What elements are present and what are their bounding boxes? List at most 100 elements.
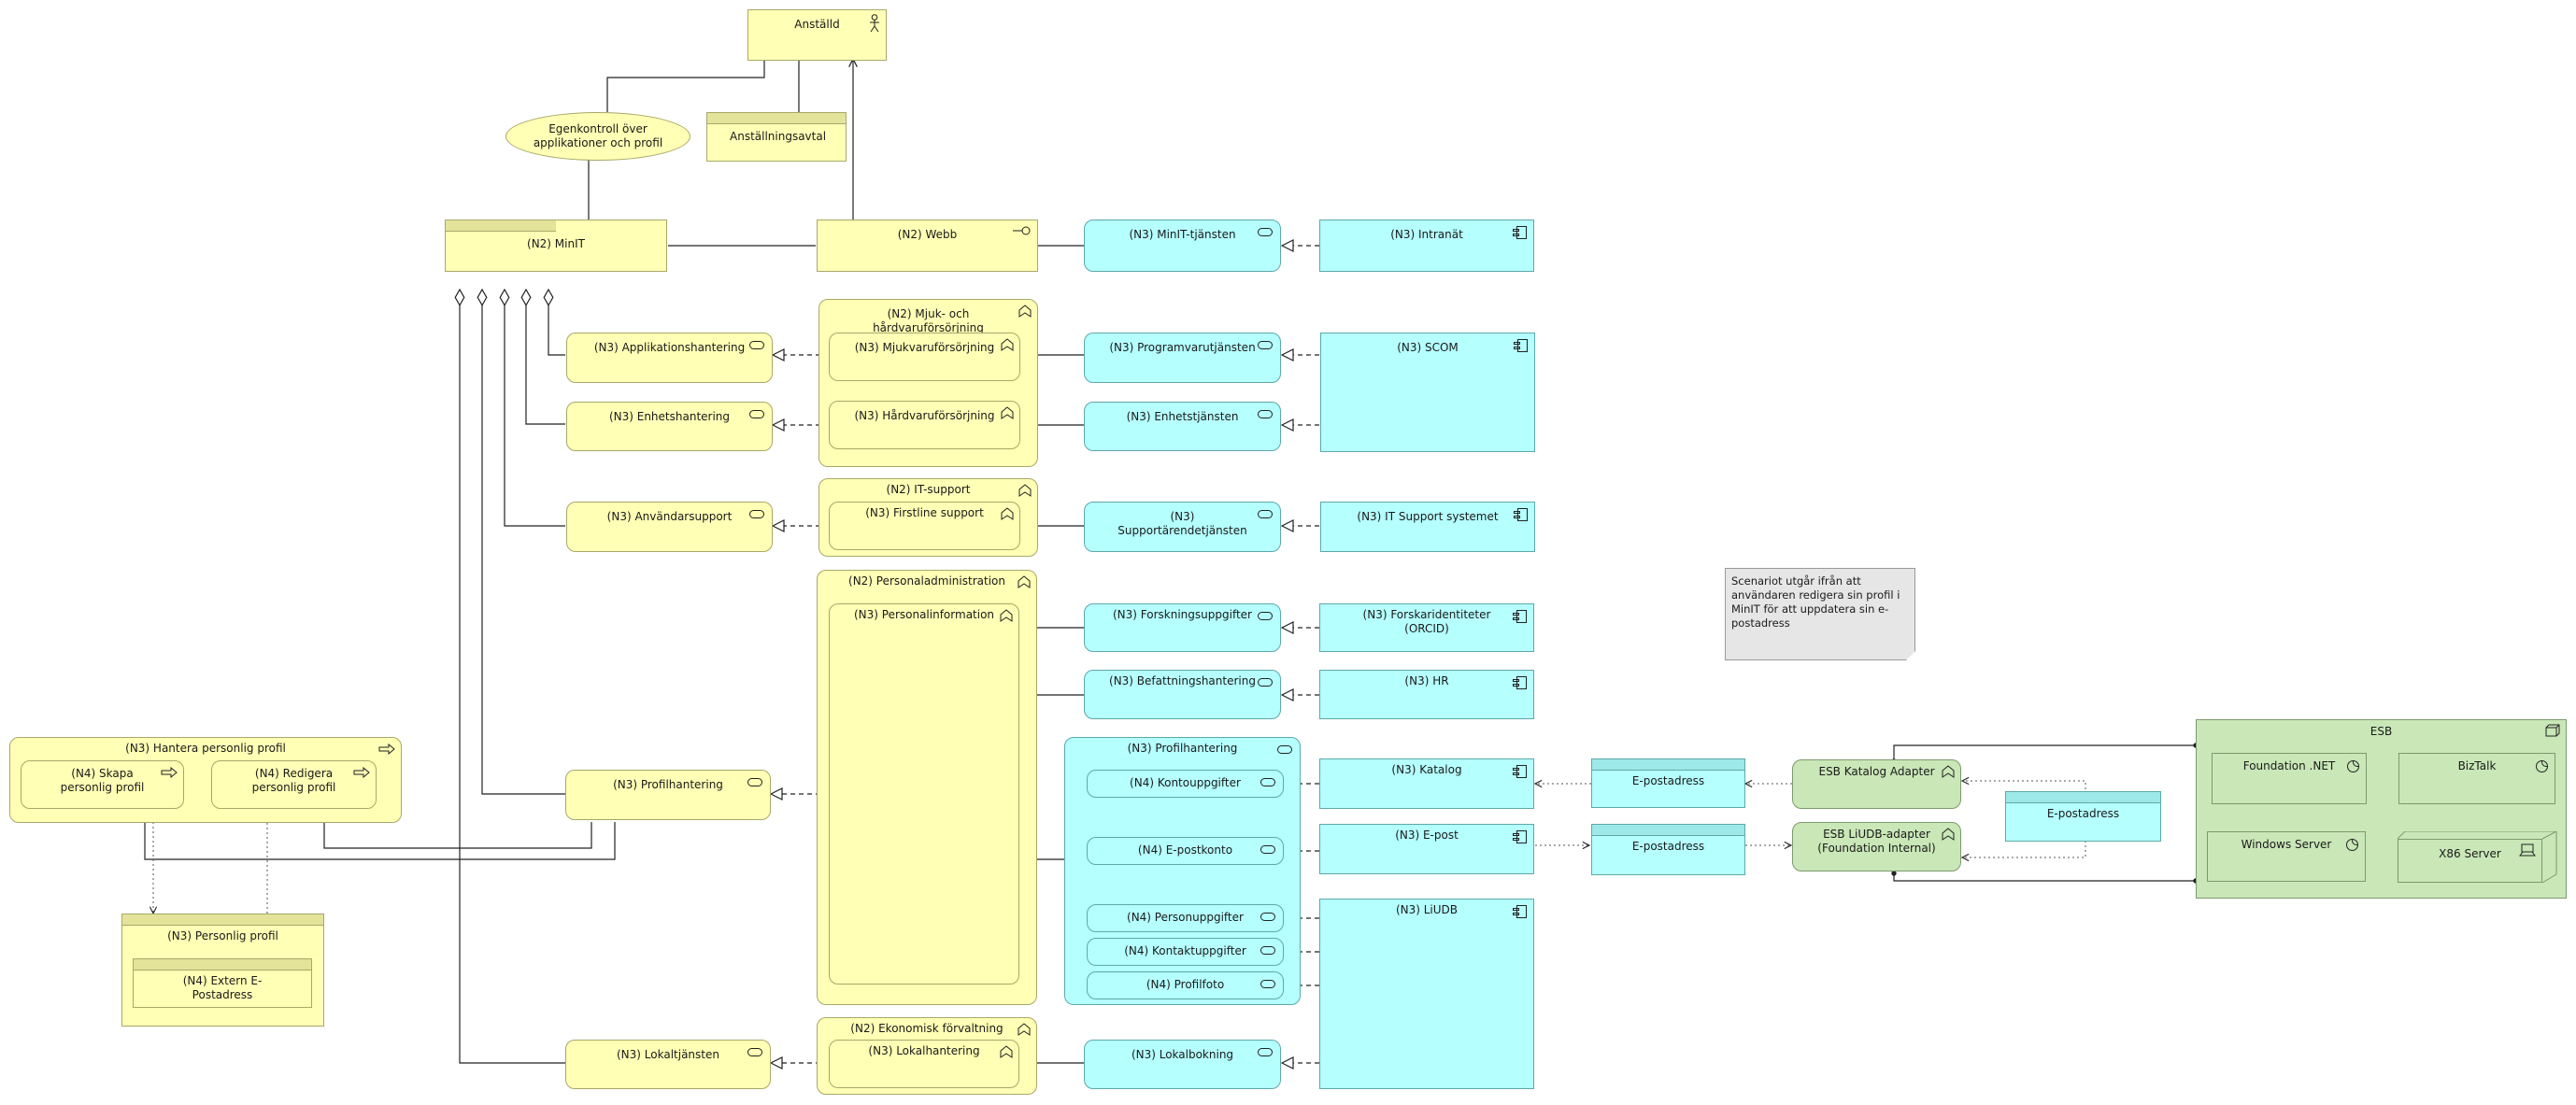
wire-minit-profil [477,288,565,795]
app-service-profilfoto[interactable]: (N4) Profilfoto [1087,971,1284,999]
component-icon [1513,905,1527,918]
app-service-support[interactable]: (N3) Supportärendetjänsten [1084,502,1281,552]
actor-anstalld[interactable]: Anställd [747,9,887,61]
function-mjukvara[interactable]: (N3) Mjukvaruförsörjning [829,333,1020,381]
function-lokalhantering[interactable]: (N3) Lokalhantering [829,1040,1019,1088]
service-anvandarsupport[interactable]: (N3) Användarsupport [566,502,773,552]
product-tab [446,220,556,232]
function-hardvara[interactable]: (N3) Hårdvaruförsörjning [829,401,1020,449]
app-service-label: (N3) Enhetstjänsten [1126,410,1239,423]
service-icon [1260,946,1275,955]
app-service-minit[interactable]: (N3) MinIT-tjänsten [1084,220,1281,272]
service-icon [747,778,762,786]
function-icon [1942,828,1955,841]
app-component-liudb[interactable]: (N3) LiUDB [1319,899,1534,1089]
service-label: (N3) Lokaltjänsten [617,1048,719,1061]
service-applikationshantering[interactable]: (N3) Applikationshantering [566,333,773,383]
tech-biztalk[interactable]: BizTalk [2398,753,2555,804]
service-profilhantering[interactable]: (N3) Profilhantering [565,770,771,820]
function-icon [1942,765,1955,778]
data-object-epostadress-2[interactable]: E-postadress [1591,824,1745,875]
service-icon [1260,980,1275,988]
app-service-lokalbokning[interactable]: (N3) Lokalbokning [1084,1040,1281,1089]
process-redigera-profil[interactable]: (N4) Redigera personlig profil [211,760,377,809]
function-personalinfo[interactable]: (N3) Personalinformation [829,603,1019,985]
actor-label: Anställd [794,18,840,31]
interface-label: (N2) Webb [897,228,958,241]
service-icon [1258,1048,1273,1056]
data-object-epostadress-1[interactable]: E-postadress [1591,758,1745,808]
app-service-kontouppgifter[interactable]: (N4) Kontouppgifter [1087,770,1284,798]
function-firstline[interactable]: (N3) Firstline support [829,502,1020,550]
app-service-label: (N3) Befattningshantering [1109,674,1256,687]
component-icon [1513,226,1527,239]
tech-esb-liudb-adapter[interactable]: ESB LiUDB-adapter (Foundation Internal) [1792,822,1961,871]
app-service-befattning[interactable]: (N3) Befattningshantering [1084,670,1281,719]
component-label: (N3) IT Support systemet [1357,510,1499,523]
data-object-label: E-postadress [2046,807,2120,820]
function-label: (N3) Mjukvaruförsörjning [854,341,995,354]
app-service-forskning[interactable]: (N3) Forskningsuppgifter [1084,603,1281,652]
app-component-scom[interactable]: (N3) SCOM [1320,333,1535,452]
service-icon [1258,510,1273,518]
contract-anstallningsavtal[interactable]: Anställningsavtal [706,112,847,162]
process-icon [378,744,395,755]
component-icon [1513,610,1527,623]
object-header [134,959,311,970]
data-object-label: E-postadress [1631,840,1705,853]
function-icon [1018,305,1032,318]
function-icon [1018,484,1032,497]
function-icon [1001,406,1014,419]
app-service-label: (N3) Supportärendetjänsten [1117,510,1247,537]
data-object-header [1592,759,1744,771]
wire-minit-enhet [520,288,565,425]
function-label: (N2) Mjuk- och hårdvaruförsörjning [873,307,984,334]
value-egenkontroll[interactable]: Egenkontroll över applikationer och prof… [505,112,690,161]
component-icon [1513,765,1527,778]
app-component-itsupport[interactable]: (N3) IT Support systemet [1320,502,1535,552]
app-service-epostkonto[interactable]: (N4) E-postkonto [1087,837,1284,865]
app-component-intranat[interactable]: (N3) Intranät [1319,220,1534,272]
app-service-label: (N4) E-postkonto [1137,843,1233,857]
object-label: (N3) Personlig profil [167,929,278,942]
app-component-hr[interactable]: (N3) HR [1319,670,1534,719]
tech-label: BizTalk [2457,759,2497,772]
wire-esbkat-esb [1891,743,2199,764]
function-label: (N2) IT-support [886,483,971,496]
app-service-personuppgifter[interactable]: (N4) Personuppgifter [1087,904,1284,932]
function-label: (N2) Ekonomisk förvaltning [850,1022,1003,1035]
service-icon [1258,678,1273,687]
app-service-programvara[interactable]: (N3) Programvarutjänsten [1084,333,1281,383]
tech-foundation-net[interactable]: Foundation .NET [2212,753,2367,804]
service-lokaltjansten[interactable]: (N3) Lokaltjänsten [565,1040,771,1089]
app-service-kontaktuppgifter[interactable]: (N4) Kontaktuppgifter [1087,938,1284,966]
contract-header [707,113,846,124]
function-icon [1018,1023,1031,1036]
service-icon [1258,612,1273,620]
tech-esb-katalog-adapter[interactable]: ESB Katalog Adapter [1792,759,1961,809]
device-label: X86 Server [2439,847,2501,860]
system-software-icon [2346,839,2358,851]
interface-webb[interactable]: (N2) Webb [817,220,1038,272]
system-software-icon [2536,760,2548,772]
process-label: (N3) Hantera personlig profil [125,742,286,755]
note-scenario: Scenariot utgår ifrån att användaren red… [1725,568,1915,660]
process-label: (N4) Redigera personlig profil [251,767,336,794]
app-service-label: (N4) Profilfoto [1146,978,1225,991]
service-enhetshantering[interactable]: (N3) Enhetshantering [566,402,773,451]
app-service-label: (N4) Kontouppgifter [1130,776,1241,789]
app-service-enhet[interactable]: (N3) Enhetstjänsten [1084,402,1281,451]
wire-minit-applikation [543,288,565,356]
data-object-epostadress-3[interactable]: E-postadress [2005,791,2161,842]
app-component-orcid[interactable]: (N3) Forskaridentiteter (ORCID) [1319,603,1534,652]
object-extern-epostadress[interactable]: (N4) Extern E-Postadress [133,958,312,1008]
tech-device-x86[interactable]: X86 Server [2398,839,2542,883]
process-skapa-profil[interactable]: (N4) Skapa personlig profil [21,760,184,809]
function-icon [1001,507,1014,520]
function-label: (N3) Hårdvaruförsörjning [854,409,995,422]
app-component-katalog[interactable]: (N3) Katalog [1319,758,1534,809]
app-component-epost[interactable]: (N3) E-post [1319,824,1534,874]
tech-windows-server[interactable]: Windows Server [2207,831,2366,882]
product-minit[interactable]: (N2) MinIT [445,220,667,272]
